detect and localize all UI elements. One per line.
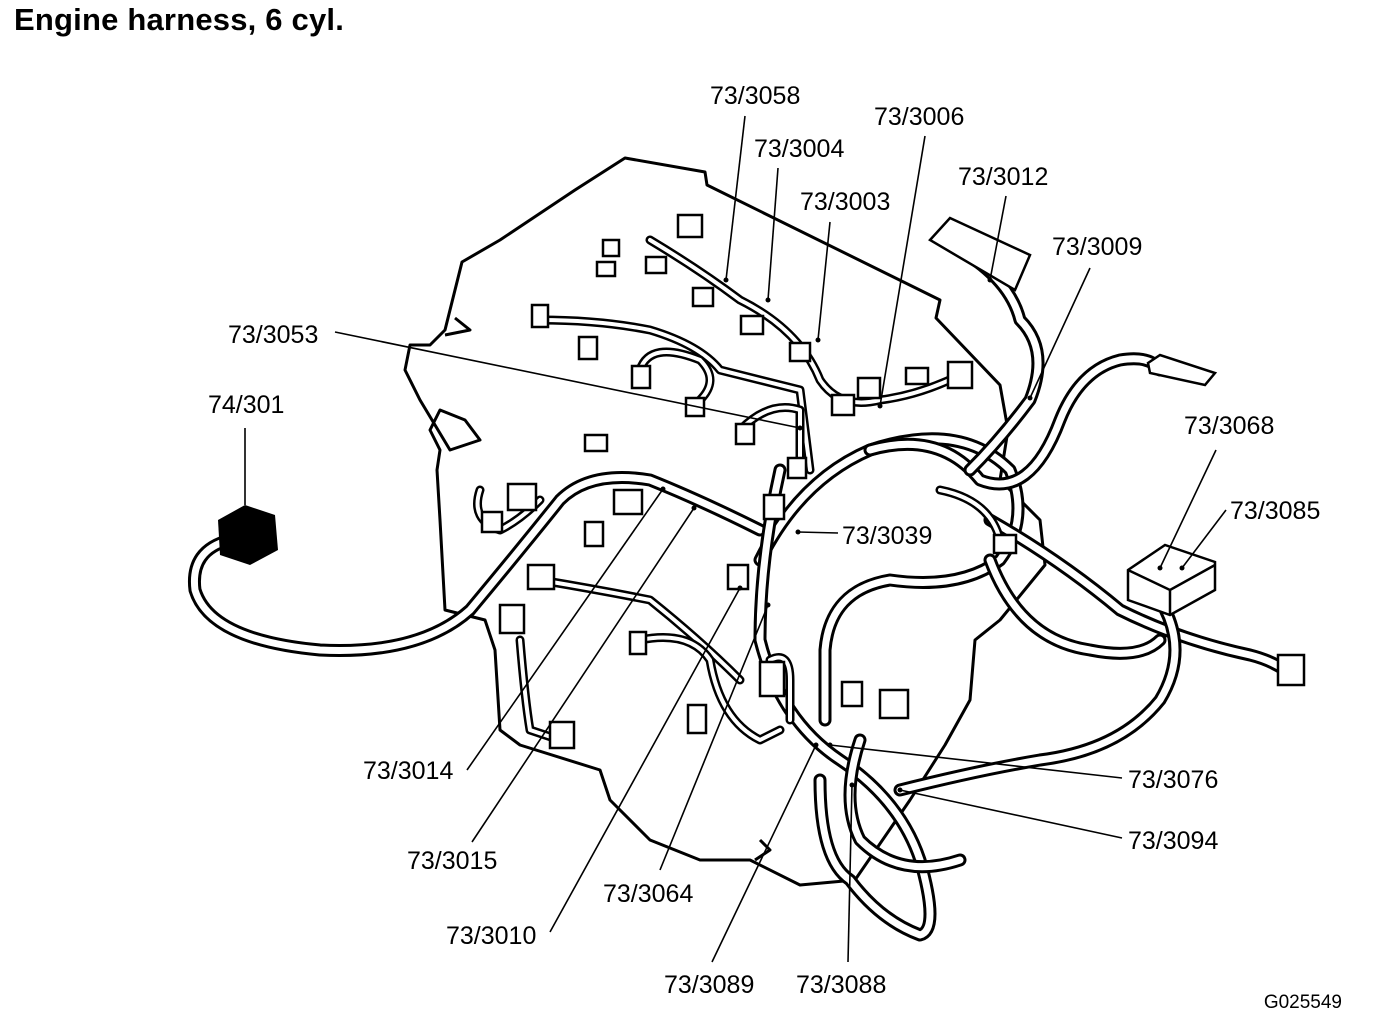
callout-73-3003: 73/3003 — [800, 188, 890, 216]
callout-labels: 74/301 73/3058 73/3004 73/3006 73/3003 7… — [208, 82, 1320, 999]
page-title: Engine harness, 6 cyl. — [14, 2, 345, 37]
figure-id: G025549 — [1263, 992, 1342, 1013]
connectors — [218, 213, 1306, 750]
callout-73-3085: 73/3085 — [1230, 497, 1320, 525]
harness-wires — [187, 243, 1292, 942]
engine-outline — [403, 156, 1047, 887]
leader-lines — [244, 115, 1227, 963]
callout-73-3058: 73/3058 — [710, 82, 800, 110]
callout-73-3064: 73/3064 — [603, 880, 693, 908]
callout-73-3053: 73/3053 — [228, 321, 318, 349]
callout-73-3068: 73/3068 — [1184, 412, 1274, 440]
callout-73-3010: 73/3010 — [446, 922, 536, 950]
callout-73-3088: 73/3088 — [796, 971, 886, 999]
callout-73-3015: 73/3015 — [407, 847, 497, 875]
callout-73-3076: 73/3076 — [1128, 766, 1218, 794]
harness-branches — [473, 235, 1005, 745]
callout-73-3089: 73/3089 — [664, 971, 754, 999]
connector-74-301 — [218, 505, 278, 565]
callout-73-3039: 73/3039 — [842, 522, 932, 550]
callout-74-301: 74/301 — [208, 391, 284, 419]
callout-73-3009: 73/3009 — [1052, 233, 1142, 261]
callout-73-3014: 73/3014 — [363, 757, 453, 785]
callout-73-3004: 73/3004 — [754, 135, 844, 163]
callout-73-3012: 73/3012 — [958, 163, 1048, 191]
callout-73-3094: 73/3094 — [1128, 827, 1218, 855]
callout-73-3006: 73/3006 — [874, 103, 964, 131]
